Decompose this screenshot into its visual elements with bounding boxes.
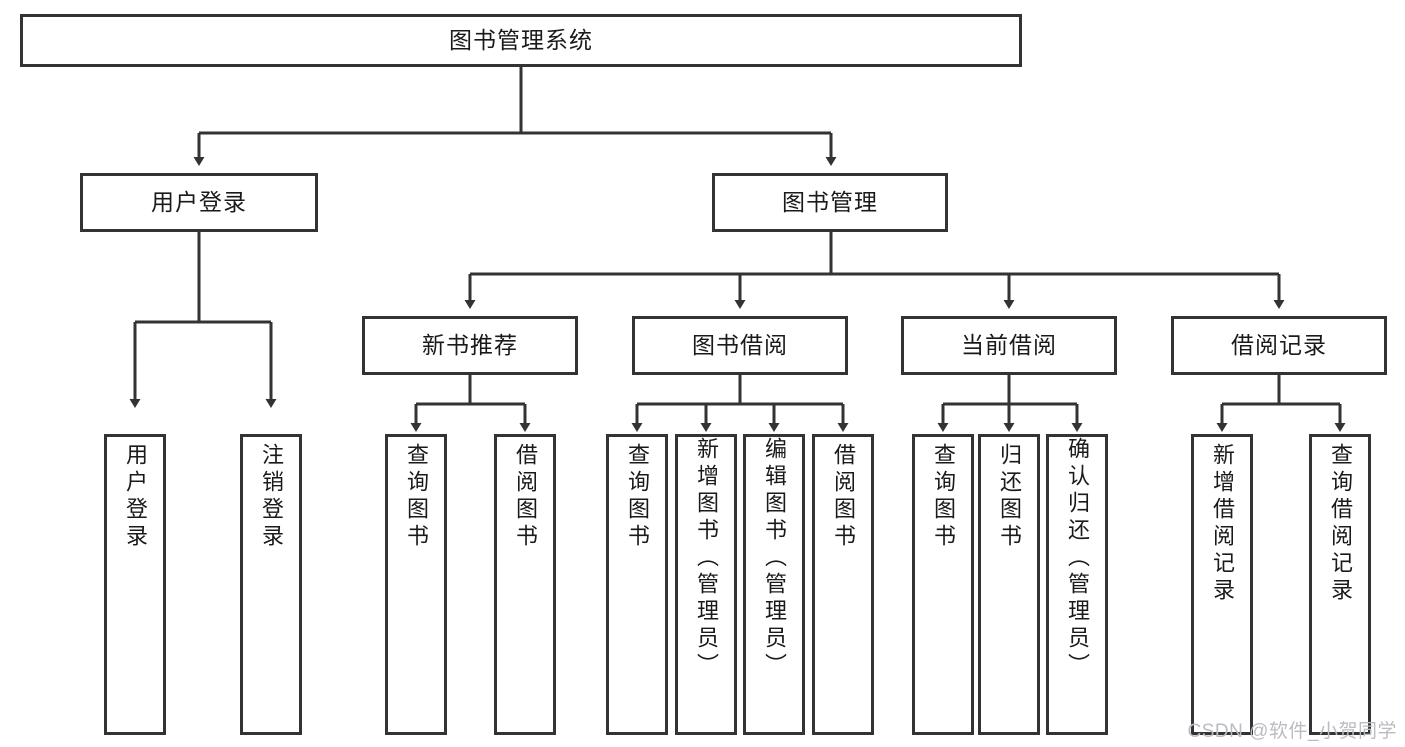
leaf-user-login[interactable]: 用户登录 xyxy=(104,434,166,735)
leaf-logout[interactable]: 注销登录 xyxy=(240,434,302,735)
node-user-login-label: 用户登录 xyxy=(151,189,247,216)
leaf-recommend-borrow-book[interactable]: 借阅图书 xyxy=(494,434,556,735)
leaf-user-login-label: 用户登录 xyxy=(123,443,148,551)
leaf-current-return-book-label: 归还图书 xyxy=(997,443,1022,551)
leaf-recommend-borrow-book-label: 借阅图书 xyxy=(513,443,538,551)
leaf-borrow-borrow-book[interactable]: 借阅图书 xyxy=(812,434,874,735)
leaf-borrow-add-book[interactable]: 新增图书（管理员） xyxy=(675,434,737,735)
leaf-logout-label: 注销登录 xyxy=(259,443,284,551)
node-borrow-record-label: 借阅记录 xyxy=(1231,332,1327,359)
node-book-management[interactable]: 图书管理 xyxy=(712,173,948,232)
leaf-borrow-add-book-label: 新增图书（管理员） xyxy=(694,437,719,680)
leaf-borrow-query-book-label: 查询图书 xyxy=(625,443,650,551)
node-borrow-record[interactable]: 借阅记录 xyxy=(1171,316,1387,375)
leaf-current-query-book[interactable]: 查询图书 xyxy=(912,434,974,735)
node-current-borrow[interactable]: 当前借阅 xyxy=(901,316,1117,375)
node-current-borrow-label: 当前借阅 xyxy=(961,332,1057,359)
leaf-borrow-edit-book[interactable]: 编辑图书（管理员） xyxy=(743,434,805,735)
leaf-record-add[interactable]: 新增借阅记录 xyxy=(1191,434,1253,735)
node-book-borrow-label: 图书借阅 xyxy=(692,332,788,359)
node-root[interactable]: 图书管理系统 xyxy=(20,14,1022,67)
leaf-current-confirm-return-label: 确认归还（管理员） xyxy=(1065,437,1090,680)
leaf-record-query-label: 查询借阅记录 xyxy=(1328,443,1353,605)
leaf-borrow-borrow-book-label: 借阅图书 xyxy=(831,443,856,551)
leaf-recommend-query-book-label: 查询图书 xyxy=(404,443,429,551)
leaf-current-query-book-label: 查询图书 xyxy=(931,443,956,551)
node-book-borrow[interactable]: 图书借阅 xyxy=(632,316,848,375)
leaf-record-query[interactable]: 查询借阅记录 xyxy=(1309,434,1371,735)
node-new-book-recommend[interactable]: 新书推荐 xyxy=(362,316,578,375)
leaf-recommend-query-book[interactable]: 查询图书 xyxy=(385,434,447,735)
node-book-management-label: 图书管理 xyxy=(782,189,878,216)
leaf-current-return-book[interactable]: 归还图书 xyxy=(978,434,1040,735)
leaf-record-add-label: 新增借阅记录 xyxy=(1210,443,1235,605)
node-new-book-recommend-label: 新书推荐 xyxy=(422,332,518,359)
leaf-borrow-edit-book-label: 编辑图书（管理员） xyxy=(762,437,787,680)
node-user-login[interactable]: 用户登录 xyxy=(80,173,318,232)
node-root-label: 图书管理系统 xyxy=(449,27,593,54)
watermark: CSDN @软件_小贺同学 xyxy=(1187,721,1397,742)
leaf-current-confirm-return[interactable]: 确认归还（管理员） xyxy=(1046,434,1108,735)
leaf-borrow-query-book[interactable]: 查询图书 xyxy=(606,434,668,735)
